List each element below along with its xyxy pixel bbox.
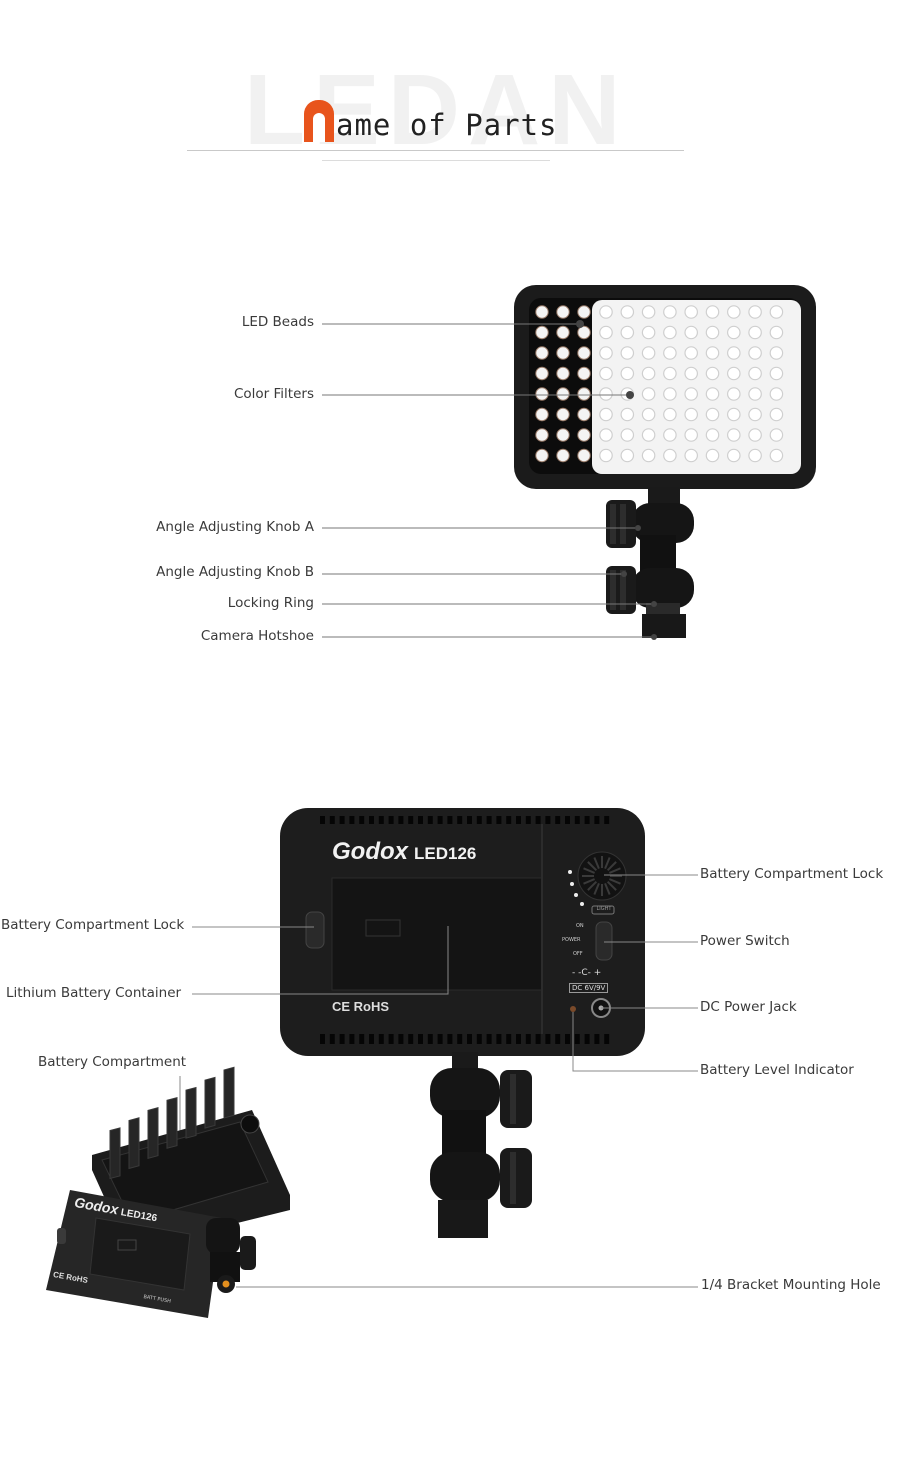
label-lithium-battery-container: Lithium Battery Container xyxy=(6,985,182,1001)
front-neck xyxy=(648,487,680,507)
knob-a-joint xyxy=(632,503,694,543)
power-switch-body xyxy=(595,921,613,961)
bottom-vents xyxy=(320,1034,610,1044)
light-label: LIGHT xyxy=(596,906,612,912)
bracket-mounting-hole xyxy=(222,1280,230,1288)
knob-b-joint xyxy=(632,568,694,608)
label-locking-ring: Locking Ring xyxy=(227,595,314,611)
back-arm xyxy=(442,1110,486,1160)
label-dc-power-jack: DC Power Jack xyxy=(700,999,797,1015)
brand-logo: Godox xyxy=(332,838,408,865)
model-name: LED126 xyxy=(414,844,477,863)
power-off-label: OFF xyxy=(573,951,583,957)
title-initial-n xyxy=(304,100,334,142)
label-angle-knob-b: Angle Adjusting Knob B xyxy=(156,564,314,580)
filtered-led-beads xyxy=(599,305,784,463)
inset-light-back xyxy=(46,1190,222,1318)
side-lock-switch xyxy=(305,911,325,949)
cert-mark: CE RoHS xyxy=(332,999,390,1014)
header-subdivider xyxy=(322,160,550,161)
battery-level-led xyxy=(570,1006,576,1012)
uncovered-led-beads xyxy=(535,305,591,463)
light-label-box xyxy=(591,905,615,915)
compartment-seam xyxy=(541,824,543,1034)
front-leader-lines xyxy=(322,323,654,638)
label-power-switch: Power Switch xyxy=(700,933,790,949)
battery-container xyxy=(331,877,543,991)
camera-hotshoe xyxy=(642,614,686,638)
label-camera-hotshoe: Camera Hotshoe xyxy=(200,628,314,644)
battery-contact-slot xyxy=(365,919,401,937)
level-dots xyxy=(568,870,584,906)
polarity-label: - -C- + xyxy=(572,968,602,978)
angle-knob-b xyxy=(606,566,636,614)
dial-ridges xyxy=(582,856,622,896)
title-text: ame of Parts xyxy=(336,108,558,142)
back-brand-row: Godox LED126 xyxy=(332,838,476,866)
label-angle-knob-a: Angle Adjusting Knob A xyxy=(156,519,314,535)
label-battery-compartment: Battery Compartment xyxy=(38,1054,187,1070)
label-battery-level-indicator: Battery Level Indicator xyxy=(700,1062,854,1078)
color-filter-panel xyxy=(592,300,801,474)
front-leader-dots xyxy=(576,320,657,640)
header-divider xyxy=(187,150,684,151)
label-led-beads: LED Beads xyxy=(241,314,314,330)
label-battery-lock-left: Battery Compartment Lock xyxy=(1,917,185,933)
back-neck xyxy=(452,1052,478,1070)
back-hotshoe xyxy=(438,1200,488,1238)
back-knob-upper xyxy=(500,1070,532,1128)
label-bracket-mounting-hole: 1/4 Bracket Mounting Hole xyxy=(701,1277,881,1293)
dc-voltage-label: DC 6V/9V xyxy=(569,983,609,993)
page-title: ame of Parts xyxy=(304,96,558,142)
power-on-label: ON xyxy=(576,923,584,929)
back-joint-upper xyxy=(430,1068,500,1118)
page-header: LEDAN ame of Parts xyxy=(0,0,900,170)
power-label: POWER xyxy=(562,937,581,943)
inset-mount xyxy=(206,1218,256,1293)
label-color-filters: Color Filters xyxy=(233,386,314,402)
top-vents xyxy=(320,816,610,824)
label-battery-lock-right: Battery Compartment Lock xyxy=(700,866,884,882)
angle-knob-a xyxy=(606,500,636,548)
back-knob-lower xyxy=(500,1148,532,1208)
back-joint-lower xyxy=(430,1152,500,1202)
